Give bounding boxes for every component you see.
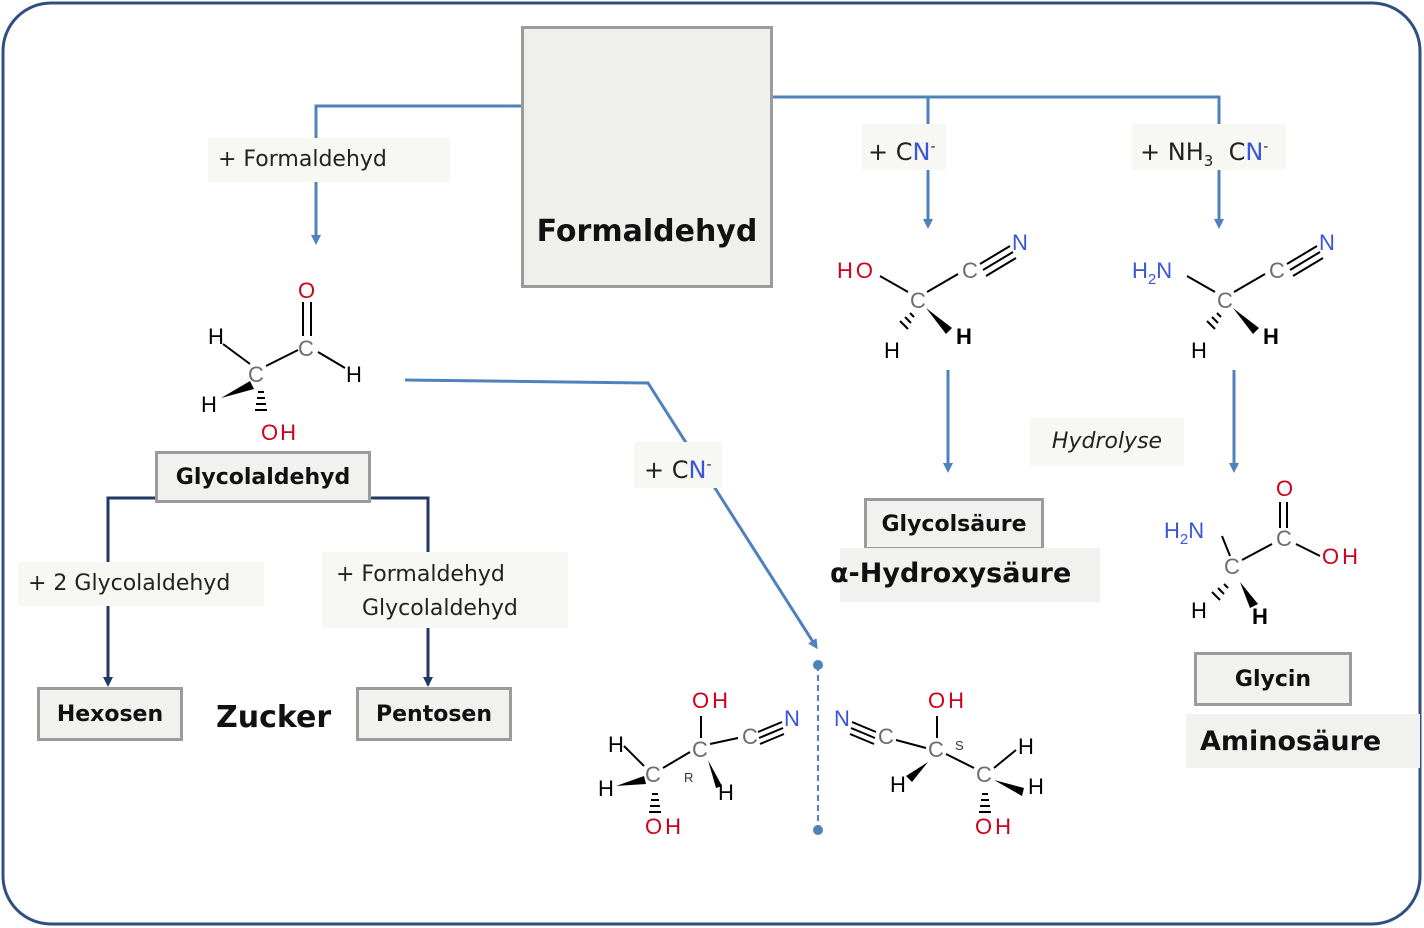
- svg-text:H: H: [201, 392, 217, 417]
- pentosen-box: Pentosen: [356, 687, 512, 741]
- svg-text:H: H: [598, 776, 614, 801]
- arrow-to-glycolaldehyd: [311, 104, 522, 245]
- svg-text:N: N: [1319, 230, 1335, 255]
- zucker-heading: Zucker: [216, 700, 332, 735]
- svg-text:N: N: [1012, 230, 1028, 255]
- reagent-label-cyanide-1: + CN-: [862, 124, 946, 170]
- hydroxyacetonitrile-molecule: HO C C N H H: [837, 230, 1028, 363]
- svg-text:OH: OH: [645, 814, 684, 839]
- svg-text:C: C: [298, 336, 314, 361]
- svg-text:N: N: [784, 706, 800, 731]
- svg-text:H: H: [718, 780, 734, 805]
- svg-text:OH: OH: [975, 814, 1014, 839]
- svg-text:C: C: [248, 362, 264, 387]
- svg-text:HO: HO: [837, 258, 876, 283]
- hexosen-box: Hexosen: [37, 687, 183, 741]
- glycolaldehyde-molecule: H O C H C H OH: [201, 278, 362, 445]
- svg-text:C: C: [1217, 288, 1233, 313]
- r-enantiomer-molecule: OH C C N H C H H R OH: [598, 688, 800, 839]
- glycin-box: Glycin: [1194, 652, 1352, 706]
- reagent-label-2-glycolaldehyd: + 2 Glycolaldehyd: [18, 562, 264, 606]
- hydrolyse-label: Hydrolyse: [1030, 418, 1184, 466]
- arrow-to-aminonitrile: [928, 95, 1224, 229]
- svg-text:H: H: [890, 772, 906, 797]
- svg-text:H: H: [1252, 604, 1268, 629]
- svg-text:C: C: [928, 737, 944, 762]
- svg-text:C: C: [742, 724, 758, 749]
- svg-text:H: H: [1018, 734, 1034, 759]
- glycolaldehyd-box: Glycolaldehyd: [155, 451, 371, 503]
- svg-text:C: C: [1224, 554, 1240, 579]
- s-enantiomer-molecule: N C OH C S H C H H OH: [834, 688, 1044, 839]
- svg-text:H: H: [1191, 598, 1207, 623]
- svg-text:H: H: [346, 362, 362, 387]
- svg-text:OH: OH: [1322, 544, 1361, 569]
- svg-text:C: C: [1269, 258, 1285, 283]
- mirror-plane: [813, 660, 823, 835]
- svg-text:OH: OH: [928, 688, 967, 713]
- svg-text:S: S: [955, 738, 964, 753]
- svg-text:H: H: [208, 324, 224, 349]
- svg-text:O: O: [298, 278, 315, 303]
- svg-text:H2N: H2N: [1164, 518, 1204, 548]
- svg-text:H2N: H2N: [1132, 258, 1172, 288]
- svg-text:N: N: [834, 706, 850, 731]
- svg-text:C: C: [910, 288, 926, 313]
- glycine-molecule: H2N O C OH C H H: [1164, 476, 1361, 629]
- svg-text:C: C: [645, 762, 661, 787]
- svg-text:H: H: [1028, 774, 1044, 799]
- reagent-label-ammonia-cyanide: + NH3 CN-: [1132, 124, 1286, 170]
- svg-text:C: C: [976, 762, 992, 787]
- svg-text:C: C: [692, 737, 708, 762]
- reagent-label-formaldehyd-glycolaldehyd: + Formaldehyd Glycolaldehyd: [322, 552, 568, 628]
- glycolsaeure-box: Glycolsäure: [864, 498, 1044, 550]
- svg-text:H: H: [1191, 338, 1207, 363]
- reagent-label-cyanide-2: + CN-: [634, 442, 722, 488]
- svg-text:H: H: [1263, 324, 1279, 349]
- aminoacetonitrile-molecule: H2N C C N H H: [1132, 230, 1335, 363]
- svg-text:H: H: [884, 338, 900, 363]
- svg-text:C: C: [1276, 526, 1292, 551]
- svg-text:R: R: [684, 770, 693, 785]
- reagent-text: + Formaldehyd: [218, 147, 387, 172]
- alpha-hydroxysaeure-heading: α-Hydroxysäure: [830, 548, 1100, 602]
- svg-text:O: O: [1276, 476, 1293, 501]
- svg-text:OH: OH: [261, 420, 298, 445]
- svg-text:H: H: [956, 324, 972, 349]
- svg-text:C: C: [962, 258, 978, 283]
- arrow-to-enantiomers: [404, 378, 818, 650]
- svg-text:OH: OH: [692, 688, 731, 713]
- formaldehyd-title: Formaldehyd: [536, 214, 758, 249]
- aminosaeure-heading: Aminosäure: [1186, 714, 1420, 768]
- formaldehyd-box: Formaldehyd: [521, 26, 773, 288]
- reagent-label-formaldehyd: + Formaldehyd: [208, 138, 450, 182]
- svg-text:H: H: [608, 732, 624, 757]
- svg-text:C: C: [878, 724, 894, 749]
